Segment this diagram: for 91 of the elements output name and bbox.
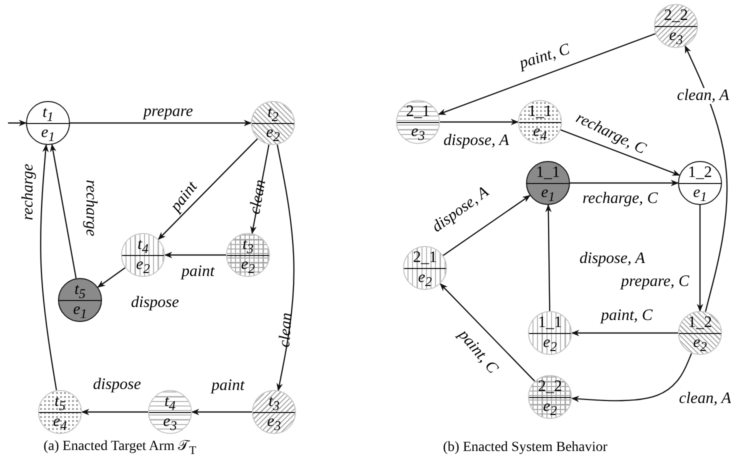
state-label: e$_{4}$ bbox=[533, 123, 547, 140]
edge-label: prepare, C bbox=[620, 274, 690, 290]
edge-label: dispose bbox=[92, 377, 142, 393]
arrow bbox=[571, 330, 678, 336]
state-label: e$_{2}$ bbox=[693, 334, 707, 351]
figure-caption: (a) Enacted Target Arm 𝒯$_{T}$ bbox=[44, 439, 196, 457]
figure-caption: (b) Enacted System Behavior bbox=[443, 440, 608, 456]
arrow bbox=[50, 144, 77, 278]
state-circle bbox=[26, 101, 70, 145]
state-label: e$_{2}$ bbox=[241, 256, 255, 273]
arrow bbox=[164, 252, 226, 258]
arrow bbox=[570, 180, 679, 186]
edge-label: dispose, A bbox=[578, 251, 646, 267]
state-circle bbox=[251, 101, 295, 145]
state-circle bbox=[396, 100, 440, 144]
state-circle bbox=[38, 390, 82, 434]
arrow bbox=[70, 120, 252, 126]
state-label: t$_{2}$ bbox=[267, 104, 279, 121]
edge-label: clean bbox=[276, 311, 296, 349]
state-label: t$_{3}$ bbox=[242, 236, 254, 253]
arrow bbox=[97, 267, 126, 288]
arrow bbox=[438, 33, 656, 115]
state-label: t$_{4}$ bbox=[137, 236, 149, 253]
arrow bbox=[684, 45, 728, 312]
arrow bbox=[440, 118, 519, 126]
arrow bbox=[442, 195, 531, 256]
state-label: e$_{2}$ bbox=[543, 398, 557, 415]
arrow bbox=[560, 129, 680, 176]
arrow bbox=[250, 144, 270, 234]
state-circle bbox=[654, 4, 698, 48]
state-label: t$_{5}$ bbox=[54, 393, 66, 410]
state-label: t$_{3}$ bbox=[268, 393, 280, 410]
state-circle bbox=[148, 390, 192, 434]
edge-label: paint bbox=[210, 378, 246, 394]
edge-label: paint, C bbox=[516, 42, 573, 72]
state-circle bbox=[528, 375, 572, 419]
state-label: e$_{4}$ bbox=[53, 413, 67, 430]
state-label: t$_{1}$ bbox=[42, 104, 54, 121]
state-label: t$_{4}$ bbox=[164, 393, 176, 410]
edge-label: recharge bbox=[20, 162, 36, 222]
state-label: e$_{1}$ bbox=[693, 184, 707, 201]
state-label: e$_{1}$ bbox=[73, 301, 87, 318]
state-circle bbox=[528, 311, 572, 355]
state-label: e$_{3}$ bbox=[669, 27, 683, 44]
edge-label: recharge, C bbox=[582, 191, 659, 207]
edge-label: paint bbox=[180, 264, 216, 280]
state-label: e$_{1}$ bbox=[541, 184, 555, 201]
state-circle bbox=[678, 311, 722, 355]
arrow bbox=[8, 120, 27, 126]
state-circle bbox=[518, 100, 562, 144]
state-label: e$_{2}$ bbox=[266, 124, 280, 141]
arrow bbox=[191, 408, 252, 416]
edge-label: recharge bbox=[82, 178, 98, 238]
state-label: e$_{3}$ bbox=[267, 413, 281, 430]
state-label: e$_{2}$ bbox=[418, 269, 432, 286]
state-label: e$_{2}$ bbox=[543, 334, 557, 351]
state-label: 1_2 bbox=[688, 164, 712, 181]
edge-label: clean bbox=[246, 178, 269, 216]
state-label: 2_2 bbox=[538, 378, 562, 395]
arrow bbox=[571, 353, 692, 402]
edge-label: clean, A bbox=[676, 88, 730, 104]
state-circle bbox=[121, 233, 165, 277]
state-label: 2_2 bbox=[664, 7, 688, 24]
state-circle bbox=[58, 278, 102, 322]
state-circle bbox=[252, 390, 296, 434]
arrow bbox=[158, 138, 258, 240]
state-label: e$_{3}$ bbox=[411, 123, 425, 140]
arrow bbox=[696, 205, 704, 312]
state-label: t$_{5}$ bbox=[74, 281, 86, 298]
edge-label: dispose, A bbox=[442, 133, 510, 149]
state-label: 1_1 bbox=[538, 314, 562, 331]
arrow bbox=[81, 408, 148, 416]
state-label: e$_{1}$ bbox=[41, 124, 55, 141]
edge-label: dispose bbox=[130, 295, 180, 311]
arrow bbox=[545, 204, 552, 311]
state-label: 2_1 bbox=[406, 103, 430, 120]
state-label: 1_2 bbox=[688, 314, 712, 331]
state-label: 2_1 bbox=[413, 249, 437, 266]
edge-label: paint, C bbox=[600, 308, 654, 324]
arrow bbox=[276, 144, 295, 392]
edge-label: clean, A bbox=[678, 391, 731, 407]
arrow bbox=[40, 144, 58, 390]
state-label: e$_{2}$ bbox=[136, 256, 150, 273]
state-circle bbox=[226, 233, 270, 277]
state-circle bbox=[403, 246, 447, 290]
state-label: e$_{3}$ bbox=[163, 413, 177, 430]
state-label: 1_1 bbox=[536, 164, 560, 181]
state-label: 1_1 bbox=[528, 103, 552, 120]
state-circle bbox=[526, 161, 570, 205]
arrow bbox=[440, 283, 536, 382]
state-circle bbox=[678, 161, 722, 205]
